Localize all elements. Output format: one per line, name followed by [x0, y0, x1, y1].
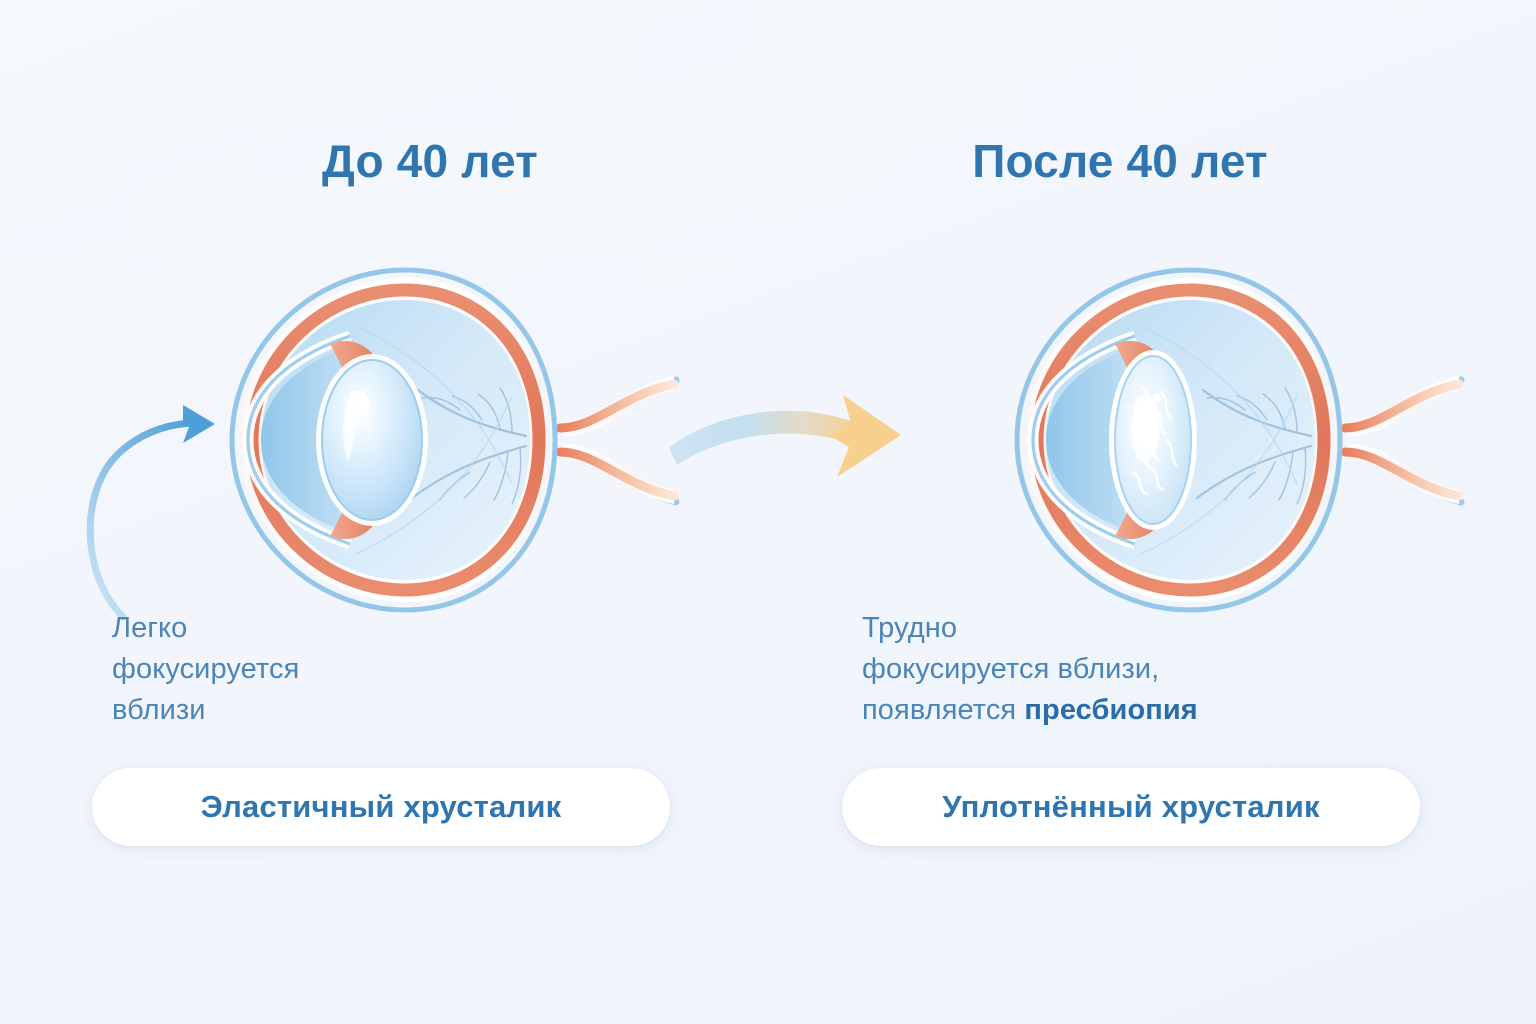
panel-title-after: После 40 лет: [972, 135, 1268, 187]
eye-diagram-aged: [945, 240, 1465, 640]
caption-line: Легко: [112, 612, 188, 644]
caption-line-with-accent: появляется пресбиопия: [862, 690, 1332, 731]
lens-badge-before: Эластичный хрусталик: [92, 768, 670, 846]
sclera-outline: [229, 267, 558, 613]
vitreous-contours: [1140, 325, 1298, 555]
vitreous-contours: [355, 325, 513, 555]
lens-young: [316, 354, 428, 526]
caption-line: Трудно: [862, 612, 958, 644]
panel-title-before: До 40 лет: [321, 135, 539, 187]
eye-diagram-young: [160, 240, 680, 640]
caption-after: Трудно фокусируется вблизи, появляется п…: [862, 608, 1332, 731]
focus-arrow-head: [183, 405, 215, 443]
anterior-chamber: [1046, 348, 1131, 532]
caption-line-text: появляется: [862, 694, 1025, 726]
cornea-edge: [246, 334, 351, 546]
presbyopia-term: пресбиопия: [1024, 694, 1198, 726]
retinal-vessels: [1195, 387, 1313, 505]
transition-arrow-body: [669, 410, 861, 465]
lens-badge-label: Эластичный хрусталик: [200, 789, 562, 824]
cornea-edge: [1031, 334, 1136, 546]
sclera-outline: [1014, 267, 1343, 613]
lens-badge-after: Уплотнённый хрусталик: [842, 768, 1420, 846]
optic-nerve: [1340, 376, 1465, 506]
lens-aged: [1109, 350, 1197, 530]
transition-arrow-head: [829, 395, 901, 477]
transition-gradient-arrow: [669, 395, 901, 477]
lens-speck: [1153, 394, 1161, 402]
lens-glint: [354, 392, 370, 416]
caption-line: фокусируется вблизи,: [862, 653, 1160, 685]
optic-nerve: [555, 376, 680, 506]
lens-core-haze: [1131, 394, 1159, 462]
caption-line: фокусируется: [112, 653, 300, 685]
focus-curved-arrow: [86, 405, 215, 621]
caption-before: Легко фокусируется вблизи: [112, 608, 442, 731]
caption-line: вблизи: [112, 694, 206, 726]
lens-badge-label: Уплотнённый хрусталик: [942, 789, 1320, 824]
